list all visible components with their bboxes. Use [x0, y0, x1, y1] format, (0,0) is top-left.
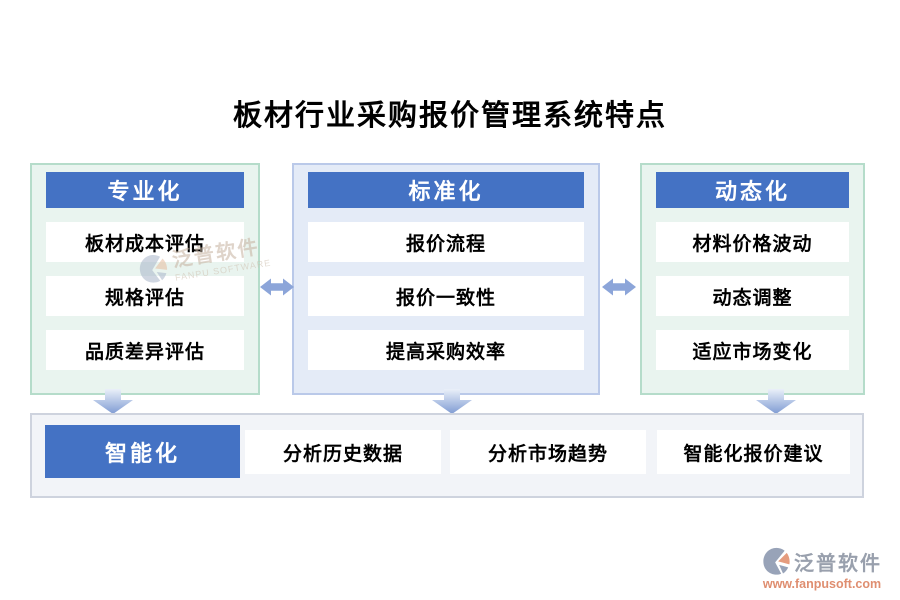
panel-dynamic: 动态化 材料价格波动 动态调整 适应市场变化 [640, 163, 865, 395]
panel-item: 适应市场变化 [656, 330, 849, 370]
page-title: 板材行业采购报价管理系统特点 [232, 100, 667, 132]
footer-brand-name: 泛普软件 [794, 553, 882, 575]
panel-item: 规格评估 [46, 276, 244, 316]
panel-item: 板材成本评估 [46, 222, 244, 262]
panel-item: 智能化报价建议 [657, 430, 850, 474]
panel-item: 材料价格波动 [656, 222, 849, 262]
panel-professional: 专业化 板材成本评估 规格评估 品质差异评估 [30, 163, 260, 395]
fanpu-logo-icon [763, 547, 790, 575]
double-arrow-icon [602, 278, 636, 296]
panel-item: 报价流程 [308, 222, 584, 262]
double-arrow-icon [260, 278, 294, 296]
panel-standardized: 标准化 报价流程 报价一致性 提高采购效率 [292, 163, 600, 395]
panel-intelligent: 智能化 分析历史数据 分析市场趋势 智能化报价建议 [30, 413, 864, 498]
panel-item: 提高采购效率 [308, 330, 584, 370]
panel-header-standardized: 标准化 [308, 172, 584, 208]
panel-item: 动态调整 [656, 276, 849, 316]
panel-header-intelligent: 智能化 [45, 425, 240, 478]
panel-item: 品质差异评估 [46, 330, 244, 370]
panel-item: 报价一致性 [308, 276, 584, 316]
footer-brand-url: www.fanpusoft.com [762, 577, 882, 591]
footer-brand: 泛普软件 www.fanpusoft.com [762, 547, 882, 591]
down-arrow-icon [432, 389, 472, 414]
panel-item: 分析市场趋势 [450, 430, 646, 474]
panel-header-professional: 专业化 [46, 172, 244, 208]
down-arrow-icon [756, 389, 796, 414]
down-arrow-icon [93, 389, 133, 414]
panel-item: 分析历史数据 [245, 430, 441, 474]
panel-header-dynamic: 动态化 [656, 172, 849, 208]
